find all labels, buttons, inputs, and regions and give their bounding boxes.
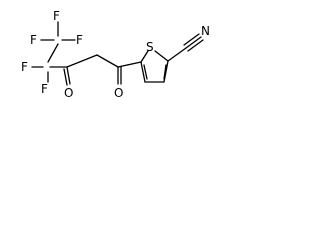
bond-c3-o-a — [66, 66, 71, 85]
bond-c3-c4 — [66, 54, 98, 68]
atom-f-top-left: F — [30, 33, 37, 47]
bond-cn-triple-c — [187, 39, 204, 52]
bond-c1-c2 — [47, 43, 59, 63]
atom-o-ketone-left: O — [64, 86, 73, 100]
bond-ring-c4-c5-inner — [143, 64, 148, 80]
atom-labels: F F F F F O O S N — [21, 9, 210, 100]
bond-c2-cn — [167, 47, 187, 62]
bond-cn-triple-a — [185, 36, 202, 49]
bond-c3-o-b — [63, 68, 68, 86]
bond-ring-c2-c3-inner — [163, 64, 167, 80]
atom-f-top-mid: F — [53, 9, 60, 23]
atom-f-mid-left: F — [21, 60, 28, 74]
structure-drawing: F F F F F O O S N — [21, 9, 210, 100]
bond-ring-s-c2 — [154, 50, 169, 62]
bond-ring-c5-s — [140, 50, 149, 63]
bond-cn-triple-b — [183, 33, 200, 46]
atom-n-nitrile: N — [201, 24, 210, 38]
atom-f-top-right: F — [76, 33, 83, 47]
bond-lines — [31, 21, 204, 86]
bond-ring-c4-c5 — [140, 61, 146, 83]
atom-f-mid-right: F — [41, 82, 48, 96]
bond-c5-ring — [117, 61, 142, 68]
atom-o-ketone-right: O — [114, 86, 123, 100]
atom-s-ring: S — [146, 40, 154, 54]
bond-c4-c5 — [96, 54, 119, 68]
